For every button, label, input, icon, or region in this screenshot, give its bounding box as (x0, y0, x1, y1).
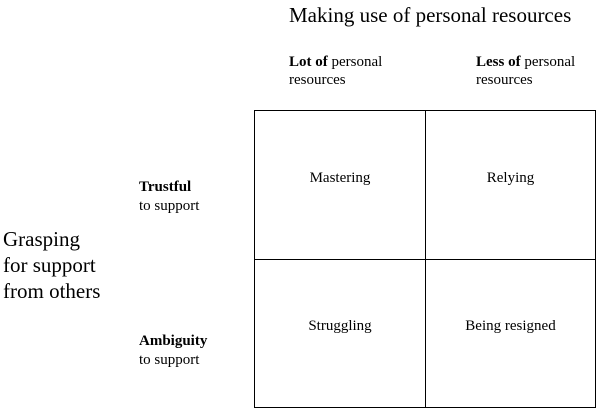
column-header-rest: personal (520, 54, 576, 70)
cell-struggling: Struggling (308, 318, 372, 334)
cell-relying: Relying (486, 170, 535, 186)
top-heading: Making use of personal resources (289, 3, 572, 27)
side-heading-line2: for support (3, 253, 96, 277)
side-heading-line1: Grasping (3, 227, 80, 251)
cell-being-resigned: Being resigned (465, 318, 556, 334)
row-header-bold: Ambiguity (139, 333, 208, 349)
column-header-line2: resources (289, 72, 346, 88)
row-header-trustful: Trustful to support (139, 178, 199, 216)
side-heading: Grasping for support from others (3, 226, 100, 304)
column-header-less-of: Less of personal resources (476, 53, 575, 89)
column-header-lot-of: Lot of personal resources (289, 53, 382, 89)
row-header-ambiguity: Ambiguity to support (139, 332, 207, 370)
grid-horizontal-divider (254, 259, 596, 260)
column-header-rest: personal (327, 54, 383, 70)
column-header-line2: resources (476, 72, 533, 88)
row-header-line2: to support (139, 198, 200, 214)
column-header-bold: Lot of (289, 54, 328, 70)
column-header-bold: Less of (476, 54, 521, 70)
side-heading-line3: from others (3, 279, 101, 303)
row-header-bold: Trustful (139, 179, 192, 195)
row-header-line2: to support (139, 352, 200, 368)
cell-mastering: Mastering (309, 170, 371, 186)
